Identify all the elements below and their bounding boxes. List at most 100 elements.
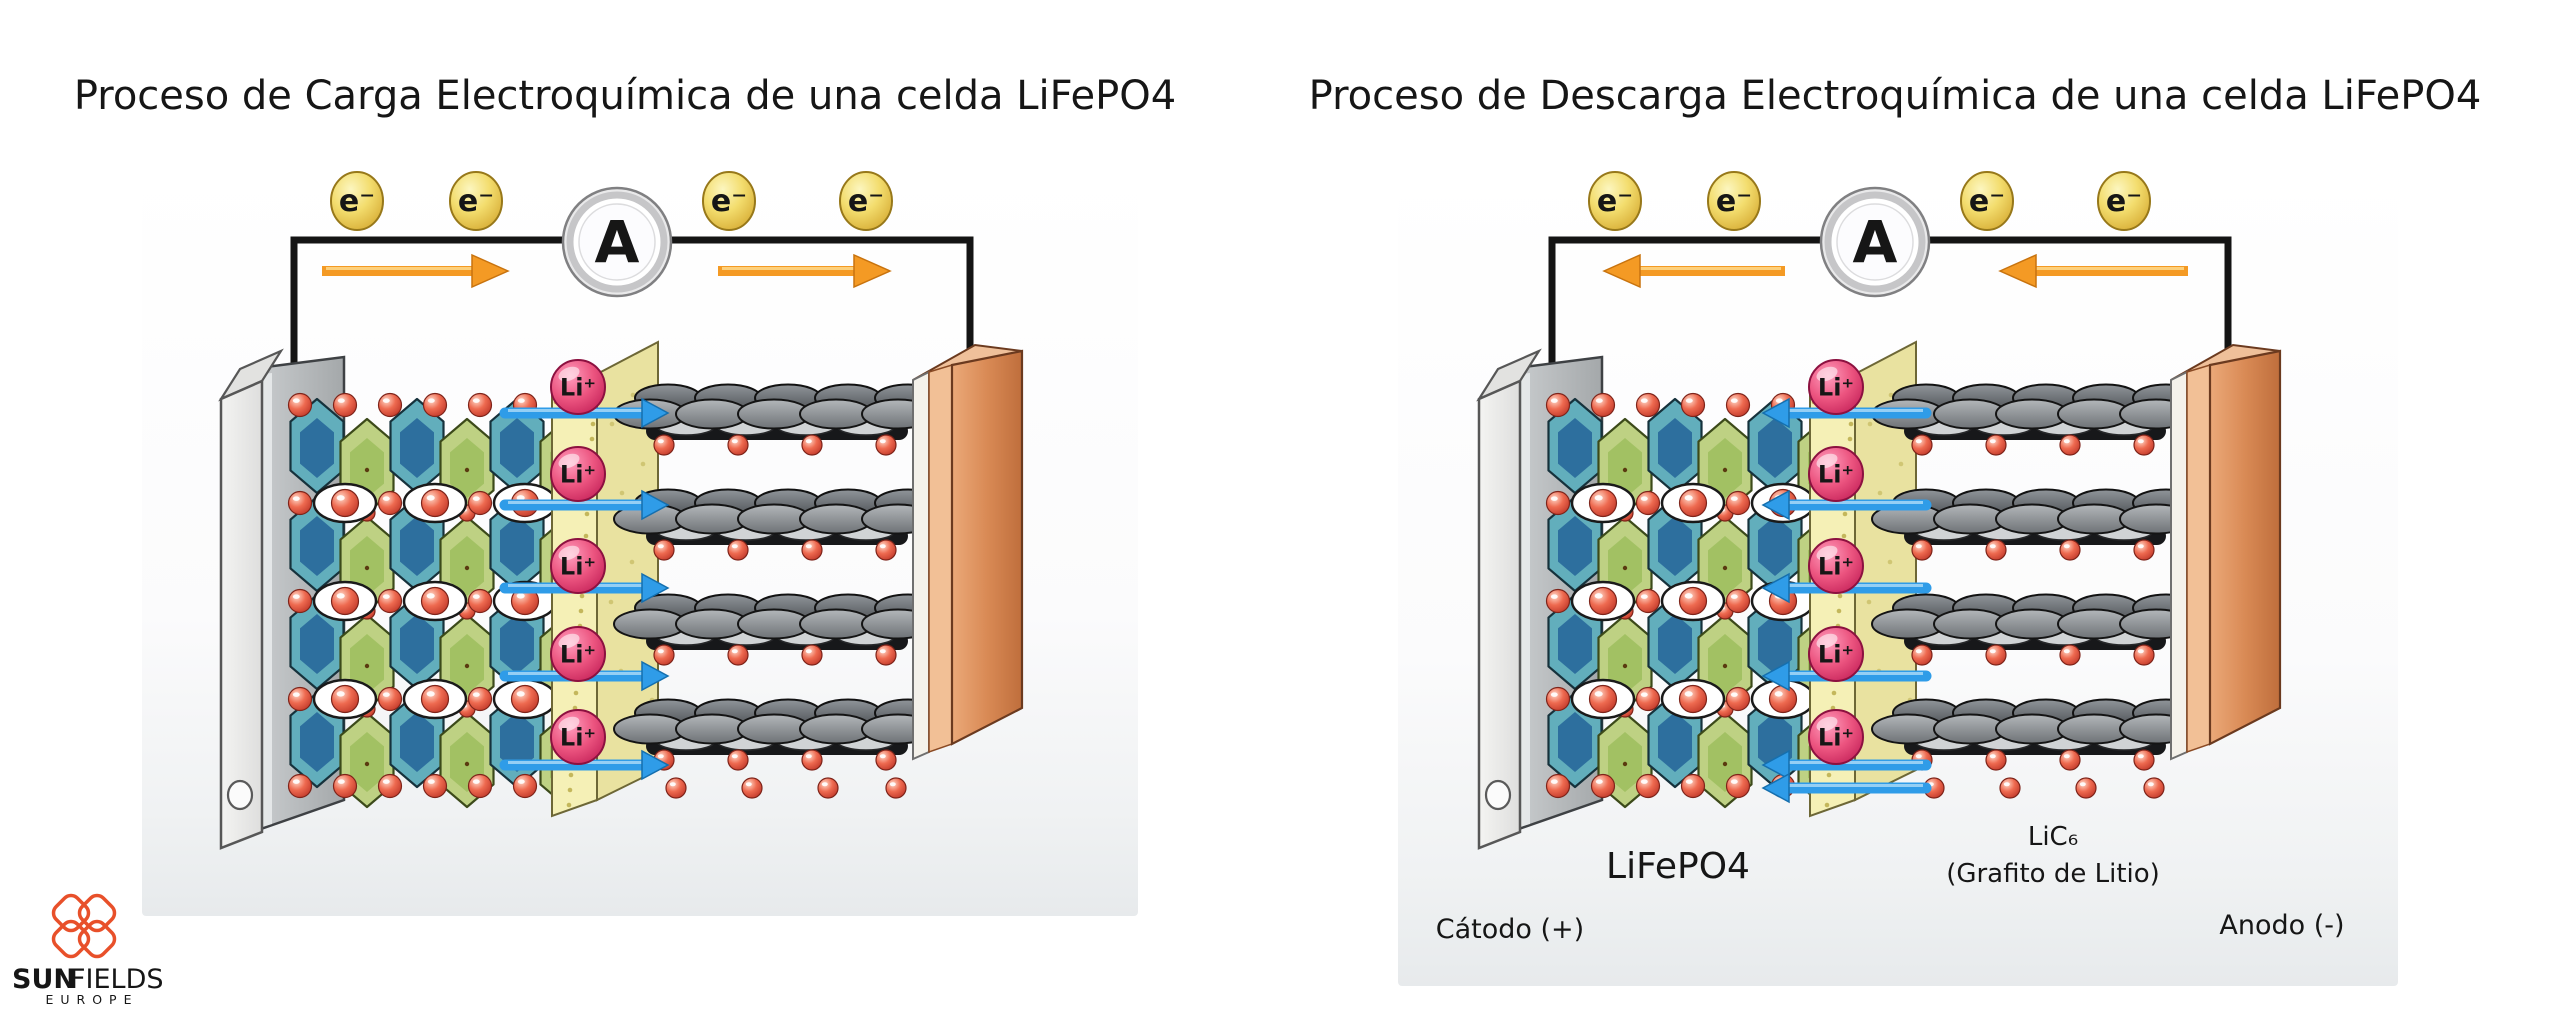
cathode-terminal-label: Cátodo (+) [1436,914,1584,945]
lithium-ion: Li⁺ [550,446,606,502]
oxygen-sphere [2075,777,2097,799]
oxygen-sphere [287,686,313,712]
lithium-ion-label: Li⁺ [1818,724,1854,752]
cathode-lattice [287,392,595,809]
oxygen-sphere [287,773,313,799]
electron-label: e⁻ [1716,184,1752,219]
oxygen-sphere [817,777,839,799]
electron: e⁻ [1707,171,1761,231]
oxygen-sphere [1678,586,1708,616]
oxygen-sphere [801,749,823,771]
oxygen-sphere [1985,539,2007,561]
oxygen-sphere [1590,392,1616,418]
oxygen-sphere [653,644,675,666]
oxygen-sphere [377,490,403,516]
lithium-ion: Li⁺ [1808,538,1864,594]
oxygen-sphere [420,488,450,518]
cathode-lattice [1545,392,1853,809]
oxygen-sphere [1985,644,2007,666]
ion-flow-arrow [1761,772,1932,804]
oxygen-sphere [1588,586,1618,616]
oxygen-sphere [330,684,360,714]
ammeter-label: A [595,208,640,276]
electron: e⁻ [1588,171,1642,231]
oxygen-sphere [1680,773,1706,799]
lithium-ion: Li⁺ [1808,626,1864,682]
oxygen-sphere [653,539,675,561]
logo-petal [51,919,91,959]
cathode-material-label: LiFePO4 [1606,846,1750,887]
lithium-ion-label: Li⁺ [560,641,596,669]
anode-current-collector [912,343,1024,761]
oxygen-sphere [1911,644,1933,666]
oxygen-sphere [1999,777,2021,799]
oxygen-sphere [330,586,360,616]
oxygen-sphere [1678,684,1708,714]
oxygen-sphere [467,490,493,516]
oxygen-sphere [875,749,897,771]
oxygen-sphere [1590,773,1616,799]
logo-sunfields: SUN FIELDS EUROPE [12,893,164,1007]
oxygen-sphere [467,588,493,614]
oxygen-sphere [665,777,687,799]
lithium-ion: Li⁺ [1808,709,1864,765]
lithium-ion-label: Li⁺ [560,461,596,489]
oxygen-sphere [1635,686,1661,712]
ammeter: A [1819,186,1931,298]
current-flow-arrow [1602,253,1785,289]
oxygen-sphere [875,644,897,666]
oxygen-sphere [875,434,897,456]
lithium-ion-label: Li⁺ [1818,461,1854,489]
oxygen-sphere [287,588,313,614]
oxygen-sphere [727,644,749,666]
oxygen-sphere [2059,434,2081,456]
oxygen-sphere [1588,684,1618,714]
oxygen-sphere [1635,588,1661,614]
oxygen-sphere [653,434,675,456]
oxygen-sphere [1678,488,1708,518]
oxygen-sphere [727,749,749,771]
oxygen-sphere [1725,490,1751,516]
oxygen-sphere [1725,392,1751,418]
oxygen-sphere [467,773,493,799]
oxygen-sphere [377,686,403,712]
oxygen-sphere [1985,434,2007,456]
electron: e⁻ [330,171,384,231]
ion-flow-arrow [1761,489,1932,521]
oxygen-sphere [1725,773,1751,799]
electron: e⁻ [1960,171,2014,231]
oxygen-sphere [377,392,403,418]
oxygen-sphere [467,686,493,712]
oxygen-sphere [727,539,749,561]
oxygen-sphere [741,777,763,799]
logo-petal [77,919,117,959]
oxygen-sphere [1635,773,1661,799]
electron: e⁻ [839,171,893,231]
logo-petal [51,893,91,933]
electron-label: e⁻ [458,184,494,219]
anode-current-collector [2170,343,2282,761]
current-flow-arrow [322,253,510,289]
oxygen-sphere [1680,392,1706,418]
discharge-title: Proceso de Descarga Electroquímica de un… [1309,73,2482,119]
electron-label: e⁻ [1597,184,1633,219]
oxygen-sphere [1588,488,1618,518]
lithium-ion-label: Li⁺ [1818,641,1854,669]
oxygen-sphere [1545,588,1571,614]
oxygen-sphere [727,434,749,456]
sunfields-flower-icon [51,893,117,959]
electron-label: e⁻ [711,184,747,219]
oxygen-sphere [885,777,907,799]
anode-terminal-label: Anodo (-) [2219,910,2344,941]
anode-material-note-label: (Grafito de Litio) [1946,859,2160,889]
oxygen-sphere [2059,644,2081,666]
oxygen-sphere [422,392,448,418]
lithium-ion: Li⁺ [550,626,606,682]
graphite-anode [613,383,942,799]
oxygen-sphere [1545,490,1571,516]
lithium-ion-label: Li⁺ [560,553,596,581]
logo-brand-primary: SUN [12,964,76,995]
